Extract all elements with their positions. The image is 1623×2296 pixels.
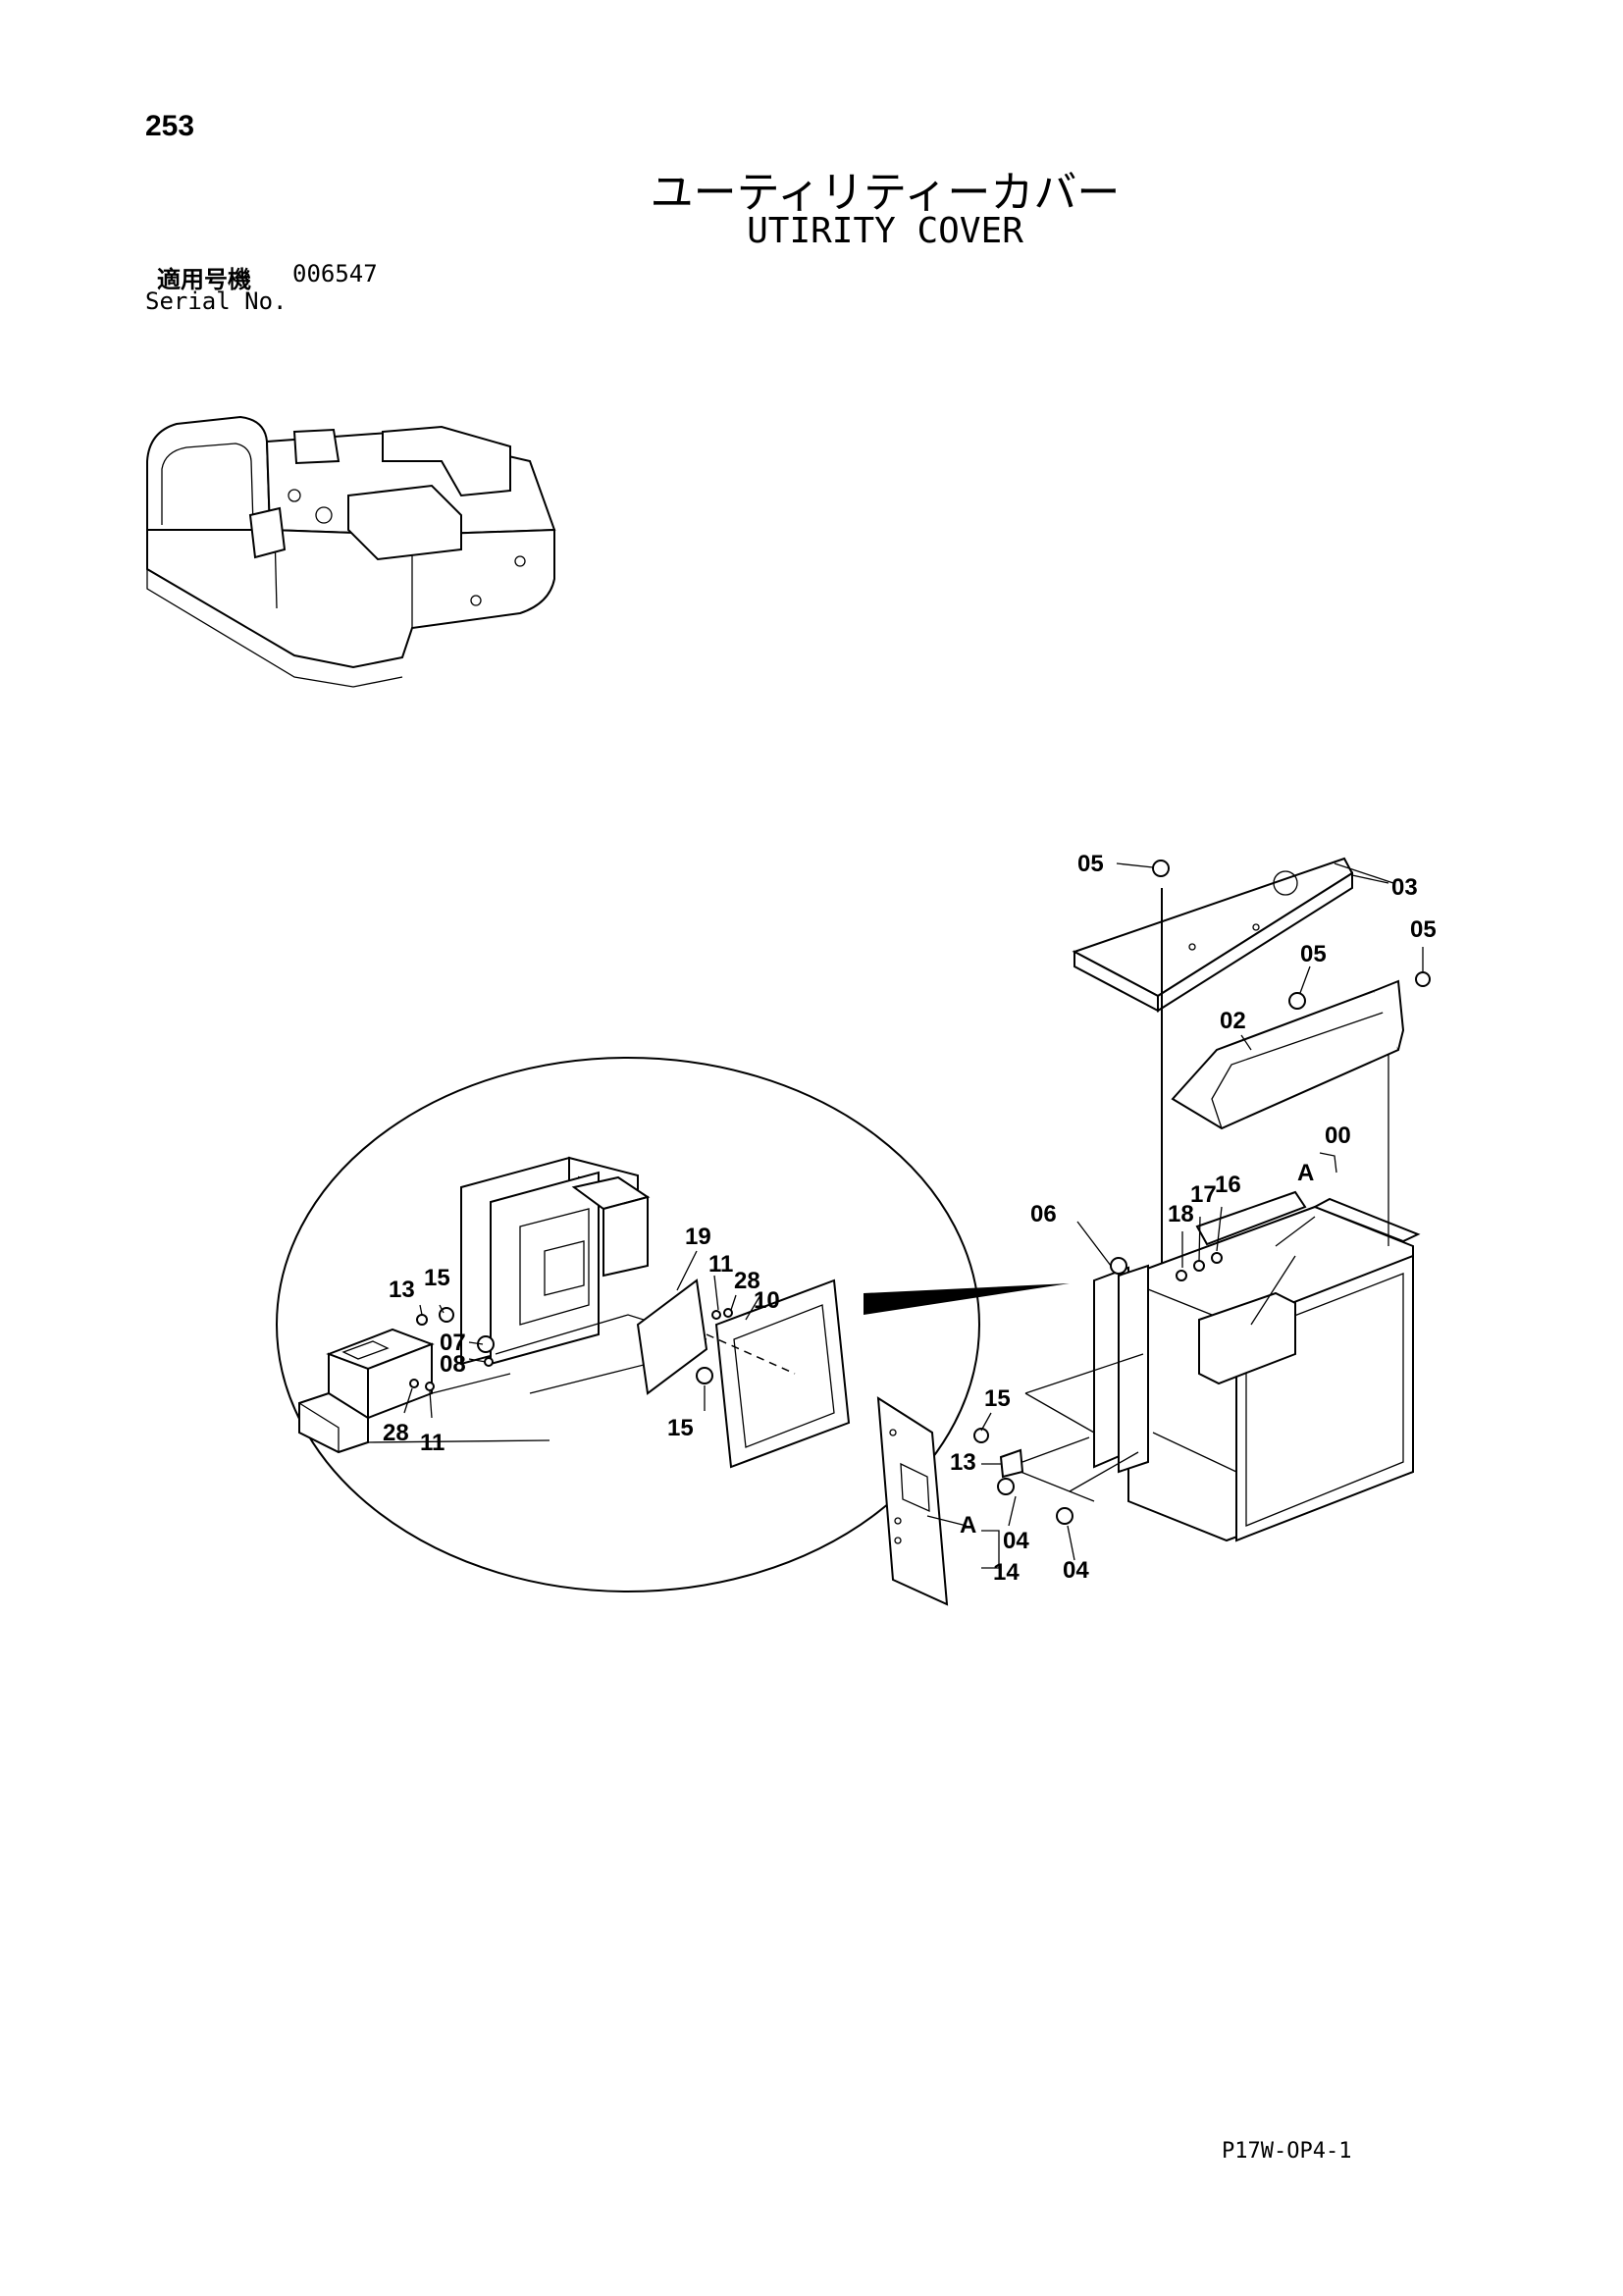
detail-parts	[298, 1156, 851, 1469]
serial-label-english: Serial No.	[145, 287, 288, 315]
callout-06: 06	[1030, 1201, 1057, 1227]
callout-labels: 05 03 05 05 02 00 A 16 17 18 06 15 13 04…	[383, 851, 1437, 1586]
callout-08: 08	[440, 1351, 466, 1378]
document-code: P17W-OP4-1	[1222, 2139, 1352, 2164]
detail-circle	[276, 1057, 1070, 1592]
callout-18: 18	[1168, 1201, 1194, 1227]
serial-label-japanese: 適用号機	[157, 267, 251, 293]
callout-04-left: 04	[1003, 1528, 1029, 1554]
callout-11-detail-top: 11	[708, 1251, 733, 1278]
callout-16: 16	[1215, 1172, 1241, 1198]
callout-14: 14	[993, 1559, 1020, 1586]
callout-15-detail-bottom: 15	[667, 1415, 694, 1441]
callout-28-detail-bottom: 28	[383, 1420, 409, 1446]
detail-leader-arrow	[864, 1283, 1070, 1315]
callout-00: 00	[1325, 1122, 1351, 1149]
main-assembly	[876, 857, 1431, 1606]
callout-05-right: 05	[1410, 916, 1437, 943]
callout-17: 17	[1190, 1181, 1217, 1208]
callout-13-main: 13	[950, 1449, 976, 1476]
callout-a-door: A	[960, 1512, 976, 1539]
callout-15-main: 15	[984, 1385, 1011, 1412]
serial-value: 006547	[292, 260, 378, 287]
callout-19: 19	[685, 1224, 711, 1250]
callout-a-main: A	[1297, 1160, 1314, 1186]
title-english: UTIRITY COVER	[747, 211, 1023, 251]
callout-03: 03	[1391, 874, 1418, 901]
callout-05-top: 05	[1077, 851, 1104, 877]
callout-11-detail-bottom: 11	[420, 1430, 445, 1456]
excavator-overview	[146, 415, 556, 688]
page-number: 253	[145, 110, 195, 142]
callout-leaders	[403, 862, 1424, 1569]
callout-10: 10	[754, 1287, 780, 1314]
callout-07: 07	[440, 1330, 466, 1356]
callout-05-mid: 05	[1300, 941, 1327, 967]
callout-15-detail-top: 15	[424, 1265, 450, 1291]
callout-02: 02	[1220, 1008, 1246, 1034]
callout-28-detail-top: 28	[734, 1268, 760, 1294]
title-japanese: ユーティリティーカバー	[650, 169, 1121, 217]
callout-13-detail: 13	[389, 1277, 415, 1303]
callout-04-right: 04	[1063, 1557, 1089, 1584]
